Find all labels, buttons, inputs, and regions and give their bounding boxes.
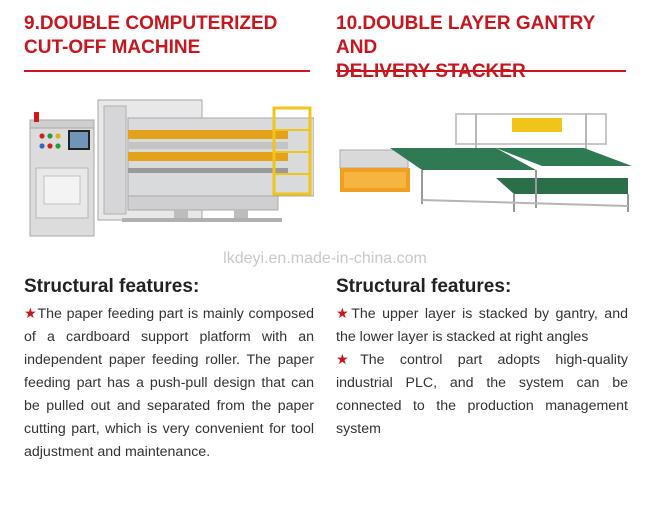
section-heading: 10.DOUBLE LAYER GANTRY AND DELIVERY STAC… xyxy=(336,13,596,82)
features-text: ★The upper layer is stacked by gantry, a… xyxy=(336,303,628,441)
heading-divider xyxy=(24,70,310,72)
watermark: lkdeyi.en.made-in-china.com xyxy=(223,250,427,267)
star-icon: ★ xyxy=(24,306,38,322)
heading-divider xyxy=(336,70,626,72)
cut-off-machine-image xyxy=(29,99,314,237)
section-heading: 9.DOUBLE COMPUTERIZED CUT-OFF MACHINE xyxy=(24,13,278,58)
feature-item: ★The paper feeding part is mainly compos… xyxy=(24,306,314,460)
star-icon: ★ xyxy=(336,306,352,322)
section-gantry-stacker: 10.DOUBLE LAYER GANTRY AND DELIVERY STAC… xyxy=(336,0,636,437)
star-icon: ★ xyxy=(336,352,361,368)
feature-item: ★The control part adopts high-quality in… xyxy=(336,352,628,437)
features-title: Structural features: xyxy=(24,276,200,297)
features-title: Structural features: xyxy=(336,276,512,297)
gantry-stacker-image xyxy=(339,113,632,212)
feature-item: ★The upper layer is stacked by gantry, a… xyxy=(336,306,628,345)
section-cut-off-machine: 9.DOUBLE COMPUTERIZED CUT-OFF MACHINE xyxy=(24,0,324,460)
features-text: ★The paper feeding part is mainly compos… xyxy=(24,303,314,464)
